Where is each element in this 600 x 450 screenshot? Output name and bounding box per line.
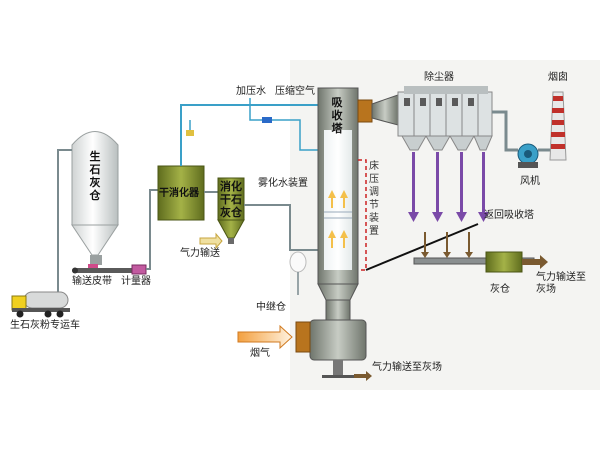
lime-silo — [71, 131, 119, 265]
bed-pressure-line — [358, 159, 367, 271]
label-relay-silo: 中继仓 — [256, 302, 286, 313]
air-valve — [262, 117, 272, 123]
flue-gas-inlet — [295, 321, 311, 353]
label-lime-silo: 生石灰仓 — [89, 150, 101, 202]
dust-collector — [397, 86, 493, 151]
ash-out-arrow — [354, 371, 372, 381]
absorber-tower — [309, 87, 367, 378]
pipe-silo-tower — [244, 204, 322, 251]
label-ash-silo: 灰仓 — [490, 284, 510, 295]
label-pneumatic: 气力输送 — [180, 248, 220, 259]
label-atomizer: 雾化水装置 — [258, 178, 308, 189]
label-chimney: 烟囱 — [548, 72, 568, 83]
tower-outlet-flange — [357, 99, 373, 123]
label-dust-collector: 除尘器 — [424, 72, 454, 83]
label-compressed-air: 压缩空气 — [275, 86, 315, 97]
label-flue-gas: 烟气 — [250, 348, 270, 359]
slaked-lime-silo — [217, 177, 245, 244]
duct-collector-fan — [492, 110, 518, 152]
pressurized-water-line — [180, 104, 322, 166]
meter — [131, 264, 147, 275]
label-pneumatic-ash-field: 气力输送至灰场 — [372, 362, 442, 373]
label-meter: 计量器 — [121, 276, 151, 287]
pipe-truck-silo — [45, 149, 72, 301]
label-slaked-silo: 消化干石灰仓 — [220, 180, 242, 219]
label-belt: 输送皮带 — [72, 276, 112, 287]
relay-silo — [289, 251, 307, 273]
label-pneumatic-ash-field-2: 气力输送至灰场 — [536, 272, 586, 295]
pneumatic-arrow — [199, 232, 223, 250]
ash-silo — [485, 251, 523, 273]
ash-silo-arrow — [522, 255, 548, 269]
truck — [11, 291, 70, 318]
label-dry-slaker: 干消化器 — [159, 188, 199, 199]
label-fan: 风机 — [520, 176, 540, 187]
hopper-flow-arrows — [408, 152, 489, 222]
flue-gas-arrow — [237, 324, 293, 350]
label-truck: 生石灰粉专运车 — [10, 320, 80, 331]
fan — [517, 143, 539, 168]
chimney — [549, 91, 567, 161]
compressed-air-line — [249, 98, 322, 151]
label-absorber: 吸收塔 — [331, 96, 343, 135]
ash-drop-arrows — [421, 232, 473, 258]
water-valve — [186, 130, 194, 136]
label-pressurized-water: 加压水 — [236, 86, 266, 97]
label-bed-pressure: 床压调节装置 — [369, 161, 379, 237]
return-line — [365, 223, 479, 271]
pipe-meter-slaker — [146, 189, 160, 270]
label-return: 返回吸收塔 — [484, 210, 534, 221]
